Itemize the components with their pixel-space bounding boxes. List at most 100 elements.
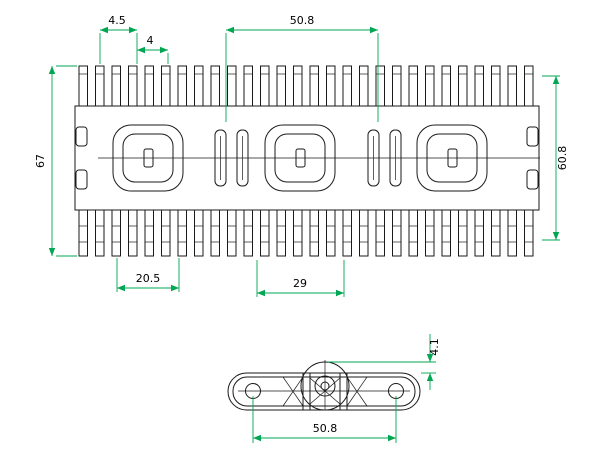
- window-center-detail: [295, 148, 306, 168]
- dimension-bottom-left: 20.5: [116, 258, 180, 292]
- slot: [389, 129, 402, 187]
- tooth: [78, 65, 88, 107]
- tooth: [276, 65, 286, 107]
- edge-tab: [526, 126, 539, 147]
- dimension-top-left-inner: 4: [137, 34, 169, 64]
- side-body-inner: [232, 376, 416, 407]
- tooth: [326, 209, 336, 257]
- dimension-text: 50.8: [290, 14, 315, 27]
- tooth: [524, 209, 534, 257]
- tooth: [342, 65, 352, 107]
- window-inner: [274, 133, 326, 183]
- tooth: [375, 209, 385, 257]
- window-outer: [112, 124, 184, 192]
- tooth: [111, 209, 121, 257]
- tooth: [425, 209, 435, 257]
- slot: [367, 129, 380, 187]
- dimension-text: 20.5: [136, 272, 161, 285]
- dimension-right-vertical: 60.8: [542, 75, 569, 241]
- dimension-side-height: 4.1: [328, 334, 441, 390]
- edge-tab: [75, 169, 88, 190]
- tooth: [342, 209, 352, 257]
- window-center-detail: [143, 148, 154, 168]
- dimension-side-width: 50.8: [252, 396, 397, 443]
- module-window-1: [112, 124, 184, 192]
- dimension-top-left-outer: 4.5: [99, 14, 138, 64]
- tooth: [293, 65, 303, 107]
- top-view: [74, 65, 540, 257]
- tooth: [128, 209, 138, 257]
- tooth: [243, 65, 253, 107]
- tooth: [210, 209, 220, 257]
- dimension-text: 60.8: [556, 146, 569, 171]
- dimension-top-center: 50.8: [225, 14, 379, 122]
- tooth: [95, 65, 105, 107]
- tooth: [111, 65, 121, 107]
- dimension-text: 29: [293, 277, 307, 290]
- tooth: [458, 65, 468, 107]
- tooth: [474, 209, 484, 257]
- dimension-text: 4.5: [108, 14, 126, 27]
- tooth: [128, 65, 138, 107]
- dimension-text: 4: [147, 34, 154, 47]
- tooth: [309, 209, 319, 257]
- dimension-text: 50.8: [313, 422, 338, 435]
- tooth: [441, 65, 451, 107]
- tooth: [243, 209, 253, 257]
- window-inner: [426, 133, 478, 183]
- tooth: [260, 65, 270, 107]
- edge-tabs: [75, 126, 539, 190]
- tooth: [194, 209, 204, 257]
- edge-tab: [75, 126, 88, 147]
- tooth: [227, 209, 237, 257]
- tooth: [78, 209, 88, 257]
- tooth: [309, 65, 319, 107]
- tooth: [507, 65, 517, 107]
- tooth: [95, 209, 105, 257]
- module-window-3: [416, 124, 488, 192]
- tooth: [425, 65, 435, 107]
- tooth: [375, 65, 385, 107]
- tooth: [491, 209, 501, 257]
- module-window-2: [264, 124, 336, 192]
- dimension-bottom-center: 29: [256, 260, 345, 297]
- window-outer: [416, 124, 488, 192]
- teeth-bottom: [78, 209, 534, 257]
- tooth: [392, 209, 402, 257]
- hatch-line: [346, 376, 368, 407]
- tooth: [177, 209, 187, 257]
- tooth: [491, 65, 501, 107]
- tooth: [392, 65, 402, 107]
- tooth: [260, 209, 270, 257]
- teeth-top: [78, 65, 534, 107]
- slot: [236, 129, 249, 187]
- tooth: [474, 65, 484, 107]
- tooth: [441, 209, 451, 257]
- slot: [214, 129, 227, 187]
- tooth: [210, 65, 220, 107]
- tooth: [144, 209, 154, 257]
- hatch-line: [282, 376, 304, 407]
- hinge-slots: [214, 129, 402, 187]
- tooth: [161, 65, 171, 107]
- window-center-detail: [447, 148, 458, 168]
- dimension-left-vertical: 67: [34, 65, 77, 257]
- tooth: [194, 65, 204, 107]
- window-outer: [264, 124, 336, 192]
- tooth: [227, 65, 237, 107]
- tooth: [408, 65, 418, 107]
- tooth: [161, 209, 171, 257]
- tooth: [359, 65, 369, 107]
- dimension-text: 4.1: [428, 338, 441, 356]
- tooth: [276, 209, 286, 257]
- window-inner: [122, 133, 174, 183]
- tooth: [458, 209, 468, 257]
- dimension-text: 67: [34, 154, 47, 168]
- tooth: [326, 65, 336, 107]
- tooth: [524, 65, 534, 107]
- tooth: [359, 209, 369, 257]
- tooth: [408, 209, 418, 257]
- side-view: [227, 360, 421, 411]
